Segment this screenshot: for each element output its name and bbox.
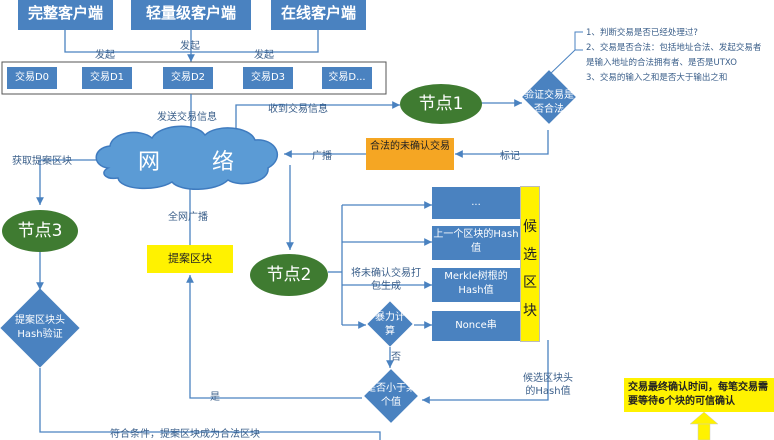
less-than-label: 是否小于某个值	[366, 383, 416, 408]
legal-unconfirmed-tx: 合法的未确认交易	[366, 138, 454, 170]
candidate-field-nonce: Nonce串	[432, 311, 520, 341]
tx-d0: 交易D0	[7, 67, 57, 89]
yes-label: 是	[210, 392, 220, 403]
node-3: 节点3	[2, 210, 78, 252]
network-label-right: 络	[212, 150, 235, 175]
tx-d2: 交易D2	[163, 67, 213, 89]
candidate-field-ellipsis: ...	[432, 187, 520, 219]
valid-block-label: 符合条件，提案区块成为合法区块	[110, 429, 260, 440]
broadcast-label: 广播	[312, 151, 332, 162]
tx-d3: 交易D3	[243, 67, 293, 89]
pack-label: 将未确认交易打包生成	[351, 268, 421, 292]
client-online: 在线客户端	[271, 0, 366, 30]
launch-label-2: 发起	[180, 41, 200, 52]
net-broadcast-label: 全网广播	[168, 212, 208, 223]
candidate-hash-label: 候选区块头的Hash值	[523, 373, 573, 397]
launch-label-3: 发起	[254, 50, 274, 61]
hash-verify-label: 提案区块头Hash验证	[15, 315, 65, 340]
proposal-block: 提案区块	[147, 245, 233, 273]
note-3: 是输入地址的合法拥有者、是否是UTXO	[586, 58, 737, 68]
verify-diamond-label: 验证交易是否合法	[524, 90, 574, 115]
verify-notes: 1、判断交易是否已经处理过? 2、交易是否合法：包括地址合法、发起交易者 是输入…	[586, 26, 774, 86]
candidate-field-merkle: Merkle树根的Hash值	[432, 268, 520, 302]
note-4: 3、交易的输入之和是否大于输出之和	[586, 73, 728, 83]
network-label-left: 网	[138, 150, 161, 175]
tx-dn: 交易D...	[322, 67, 372, 89]
launch-label-1: 发起	[95, 50, 115, 61]
note-2: 2、交易是否合法：包括地址合法、发起交易者	[586, 43, 762, 53]
node-2: 节点2	[250, 254, 328, 296]
fetch-block-label: 获取提案区块	[12, 156, 72, 167]
no-label: 否	[391, 352, 401, 363]
send-tx-label: 发送交易信息	[157, 112, 217, 123]
candidate-block: 候选区块	[520, 186, 540, 342]
recv-tx-label: 收到交易信息	[268, 104, 328, 115]
node-1: 节点1	[400, 84, 482, 124]
pow-label: 暴力计算	[375, 312, 405, 337]
note-1: 1、判断交易是否已经处理过?	[586, 28, 698, 38]
client-full: 完整客户端	[18, 0, 113, 30]
client-light: 轻量级客户端	[131, 0, 251, 30]
mark-label: 标记	[500, 151, 520, 162]
candidate-field-prev-hash: 上一个区块的Hash值	[432, 226, 520, 260]
tx-d1: 交易D1	[82, 67, 132, 89]
final-confirmation-note: 交易最终确认时间，每笔交易需要等待6个块的可信确认	[624, 378, 774, 412]
